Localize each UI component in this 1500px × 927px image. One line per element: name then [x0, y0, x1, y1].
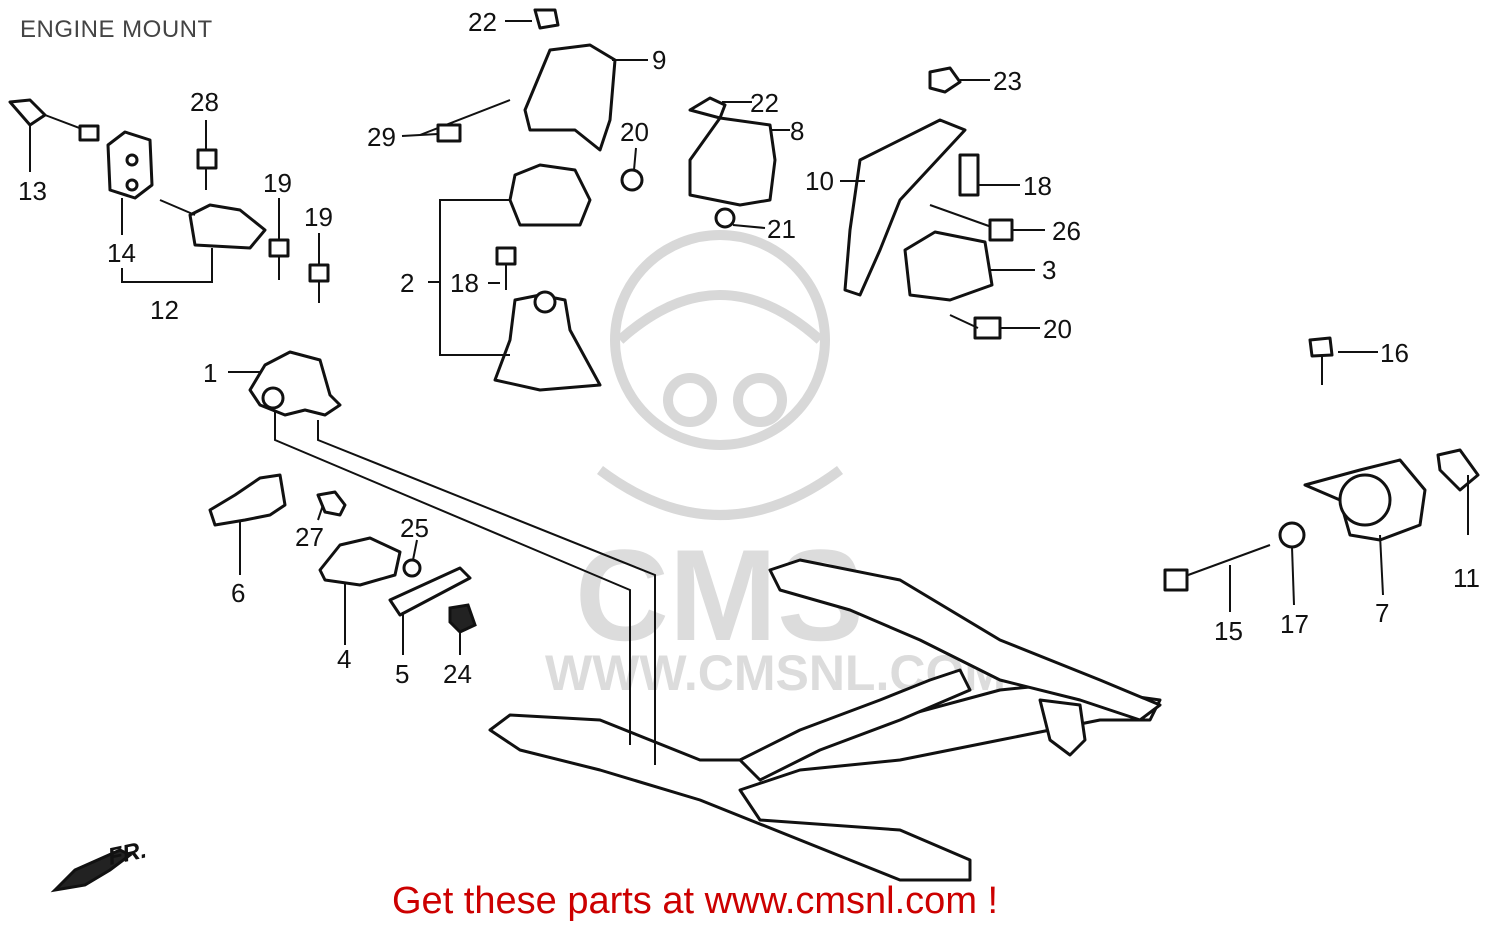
- callout-22-mid: 22: [750, 88, 779, 118]
- callout-28: 28: [190, 87, 219, 117]
- callout-4: 4: [337, 644, 351, 674]
- callout-22-top: 22: [468, 7, 497, 37]
- callout-6: 6: [231, 578, 245, 608]
- beam-rod-line-1: [274, 400, 631, 745]
- callout-8: 8: [790, 116, 804, 146]
- callout-15: 15: [1214, 616, 1243, 646]
- callout-14: 14: [107, 238, 136, 268]
- callout-18-right: 18: [1023, 171, 1052, 201]
- leader-lines: [29, 20, 1469, 655]
- callout-18-left: 18: [450, 268, 479, 298]
- callout-25: 25: [400, 513, 429, 543]
- callout-24: 24: [443, 659, 472, 689]
- callout-26: 26: [1052, 216, 1081, 246]
- callout-21: 21: [767, 214, 796, 244]
- beam-rod-line-2: [317, 420, 656, 765]
- callout-11: 11: [1453, 563, 1480, 593]
- callout-17: 17: [1280, 609, 1309, 639]
- callout-27: 27: [295, 522, 324, 552]
- callout-3: 3: [1042, 255, 1056, 285]
- callout-10: 10: [805, 166, 834, 196]
- front-direction-label: FR.: [106, 836, 149, 870]
- cms-watermark: CMS WWW.CMSNL.COM: [545, 230, 1006, 701]
- callout-2: 2: [400, 268, 414, 298]
- callout-20-left: 20: [620, 117, 649, 147]
- callout-12: 12: [150, 295, 179, 325]
- callout-20-right: 20: [1043, 314, 1072, 344]
- part-shapes: [8, 8, 1480, 893]
- subframe: [488, 558, 1162, 882]
- page-title: ENGINE MOUNT: [20, 16, 213, 43]
- callout-13: 13: [18, 176, 47, 206]
- callout-29: 29: [367, 122, 396, 152]
- callout-9: 9: [652, 45, 666, 75]
- callout-labels: 22 9 29 20 22 8 23 10 18 26 3 20 21 28 1…: [18, 7, 1480, 689]
- callout-7: 7: [1375, 598, 1389, 628]
- callout-1: 1: [203, 358, 217, 388]
- callout-5: 5: [395, 659, 409, 689]
- callout-16: 16: [1380, 338, 1409, 368]
- callout-19-a: 19: [263, 168, 292, 198]
- callout-23: 23: [993, 66, 1022, 96]
- callout-19-b: 19: [304, 202, 333, 232]
- footer-link-text[interactable]: Get these parts at www.cmsnl.com !: [392, 880, 999, 922]
